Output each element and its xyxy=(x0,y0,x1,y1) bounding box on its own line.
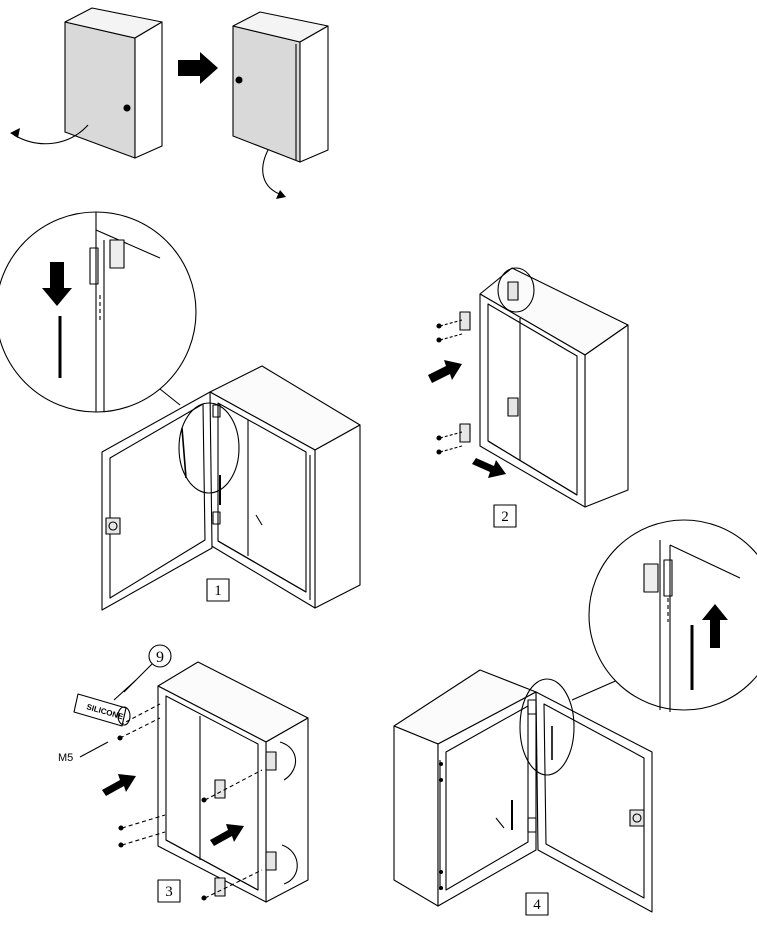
silicone-tube: SILICONE xyxy=(73,679,137,727)
cabinet-step3 xyxy=(102,661,309,903)
screw-callout: M5 xyxy=(58,741,109,764)
part-number-label: 9 xyxy=(156,649,164,666)
step-1-label: 1 xyxy=(214,583,222,599)
step-3-box: 3 xyxy=(157,879,181,903)
cabinet-open-step1 xyxy=(101,365,361,611)
step-3-label: 3 xyxy=(165,884,173,900)
transition-arrow xyxy=(178,52,218,84)
hinge-detail-step4 xyxy=(588,519,757,712)
step-1-box: 1 xyxy=(206,578,230,602)
step-2-label: 2 xyxy=(501,509,509,525)
part-callout: 9 xyxy=(123,644,172,693)
hinge-detail-step1 xyxy=(0,211,197,413)
step-2-box: 2 xyxy=(493,504,517,528)
step-4-label: 4 xyxy=(533,897,541,913)
step-4-box: 4 xyxy=(525,892,549,916)
cabinet-step2 xyxy=(428,267,629,508)
cabinet-closed-right xyxy=(232,11,329,199)
cabinet-closed-left xyxy=(10,7,163,159)
cabinet-step4 xyxy=(393,669,653,913)
screw-size-label: M5 xyxy=(58,752,73,764)
